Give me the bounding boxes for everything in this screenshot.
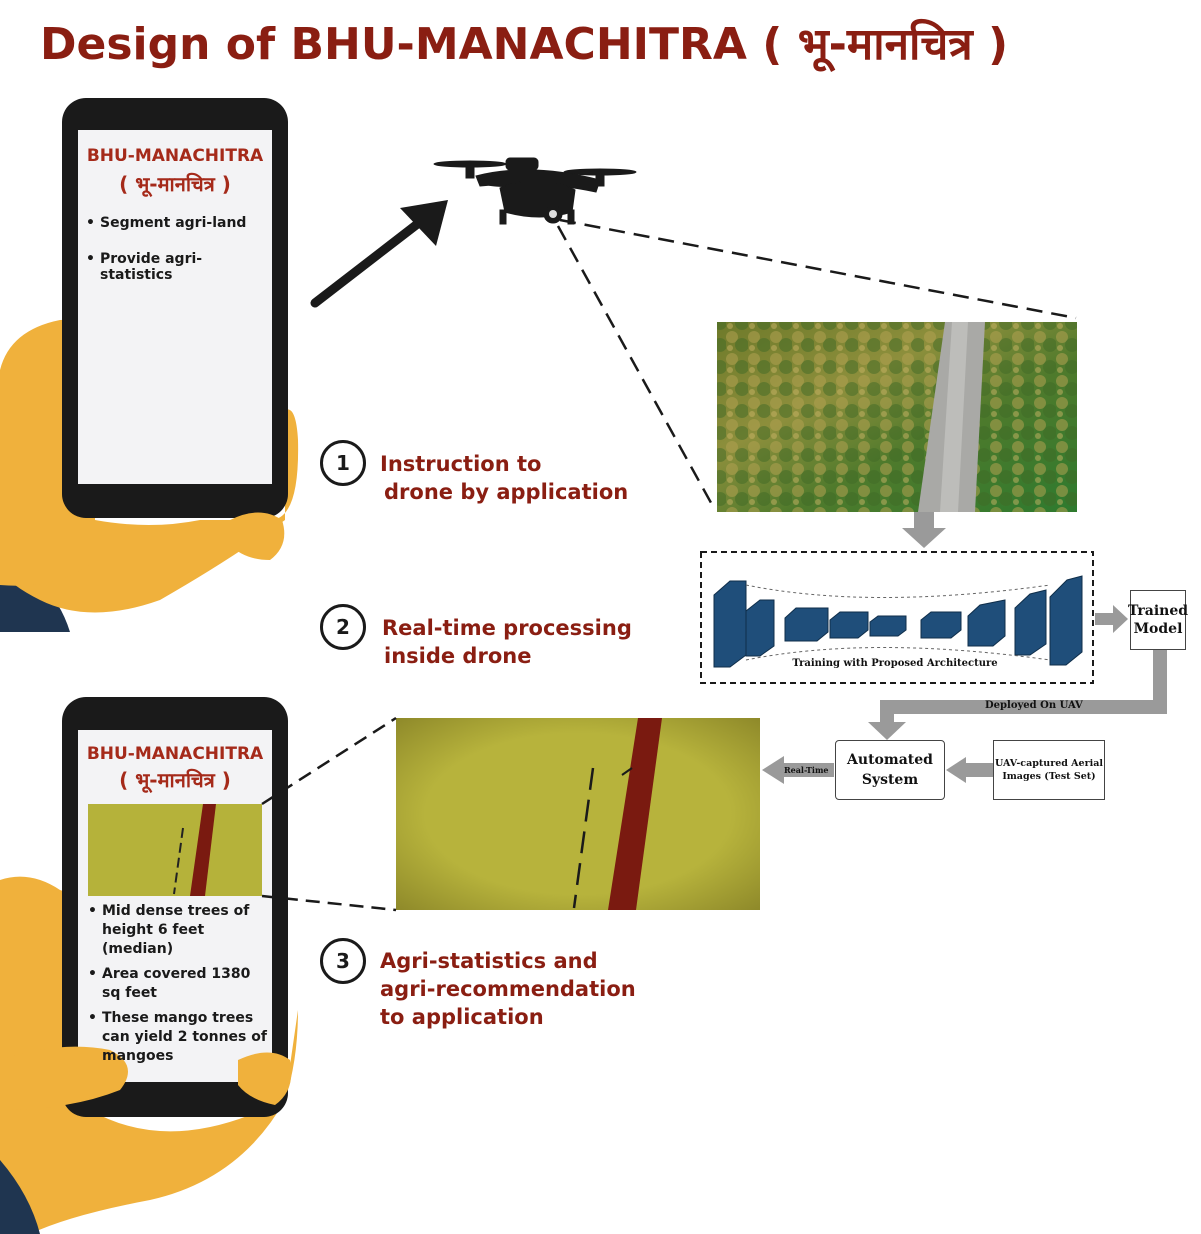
bottom-phone-header: BHU-MANACHITRA ( भू-मानचित्र ) [80, 744, 270, 793]
step-2-line-2: inside drone [384, 644, 532, 668]
step-2-line-1: Real-time processing [382, 616, 632, 640]
phone-segmentation-thumbnail [88, 804, 262, 896]
automated-system-line-2: System [861, 772, 919, 788]
architecture-blocks [713, 575, 1083, 668]
arrow-icon [310, 200, 448, 308]
gray-arrow-down [902, 512, 946, 548]
uav-images-line-1: UAV-captured Aerial [995, 758, 1103, 769]
step-3-line-1: Agri-statistics and [380, 949, 598, 973]
bottom-app-name-hindi: ( भू-मानचित्र ) [119, 768, 231, 792]
step-3-text: Agri-statistics and agri-recommendation … [380, 947, 636, 1031]
step-1-badge: 1 [320, 440, 366, 486]
aerial-image [717, 322, 1077, 512]
trained-model-box: Trained Model [1127, 590, 1189, 650]
gray-arrow-trained [1095, 605, 1128, 633]
realtime-label: Real-Time [784, 765, 829, 775]
top-smartphone-icon [62, 98, 288, 518]
top-finger [0, 510, 95, 586]
automated-system-line-1: Automated [847, 752, 933, 768]
trained-model-line-1: Trained [1127, 603, 1189, 619]
automated-system-box: Automated System [835, 740, 945, 800]
top-bullet-statistics: Provide agri-statistics [86, 251, 270, 283]
step-2-text: Real-time processing inside drone [382, 614, 632, 670]
top-app-name-hindi: ( भू-मानचित्र ) [119, 172, 231, 196]
bottom-bullet-trees: Mid dense trees of height 6 feet (median… [88, 902, 268, 959]
training-caption: Training with Proposed Architecture [792, 658, 998, 669]
step-1-line-2: drone by application [384, 480, 629, 504]
step-3-line-2: agri-recommendation [380, 977, 636, 1001]
top-finger-right [230, 512, 285, 560]
step-2-badge: 2 [320, 604, 366, 650]
segmentation-output [396, 718, 760, 910]
deployed-label: Deployed On UAV [985, 700, 1083, 711]
page-title: Design of BHU-MANACHITRA ( भू-मानचित्र ) [40, 19, 1009, 70]
bottom-phone-stats: Mid dense trees of height 6 feet (median… [88, 902, 268, 1066]
top-app-name: BHU-MANACHITRA [86, 146, 264, 166]
bottom-bullet-yield: These mango trees can yield 2 tonnes of … [88, 1009, 268, 1066]
trained-model-line-2: Model [1133, 621, 1183, 637]
step-1-line-1: Instruction to [380, 452, 542, 476]
top-bullet-segment: Segment agri-land [86, 215, 270, 231]
step-3-line-3: to application [380, 1005, 544, 1029]
bottom-app-name: BHU-MANACHITRA [86, 744, 264, 764]
gray-arrow-deployed [868, 650, 1167, 740]
drone-icon [433, 157, 637, 225]
step-1-text: Instruction to drone by application [380, 450, 628, 506]
bottom-bullet-area: Area covered 1380 sq feet [88, 965, 268, 1003]
uav-images-line-2: Images (Test Set) [1002, 771, 1096, 782]
top-phone-screen: BHU-MANACHITRA ( भू-मानचित्र ) Segment a… [80, 146, 270, 283]
gray-arrow-realtime [762, 756, 834, 784]
step-3-badge: 3 [320, 938, 366, 984]
gray-arrow-uav [946, 757, 994, 783]
uav-images-box: UAV-captured Aerial Images (Test Set) [993, 740, 1105, 800]
